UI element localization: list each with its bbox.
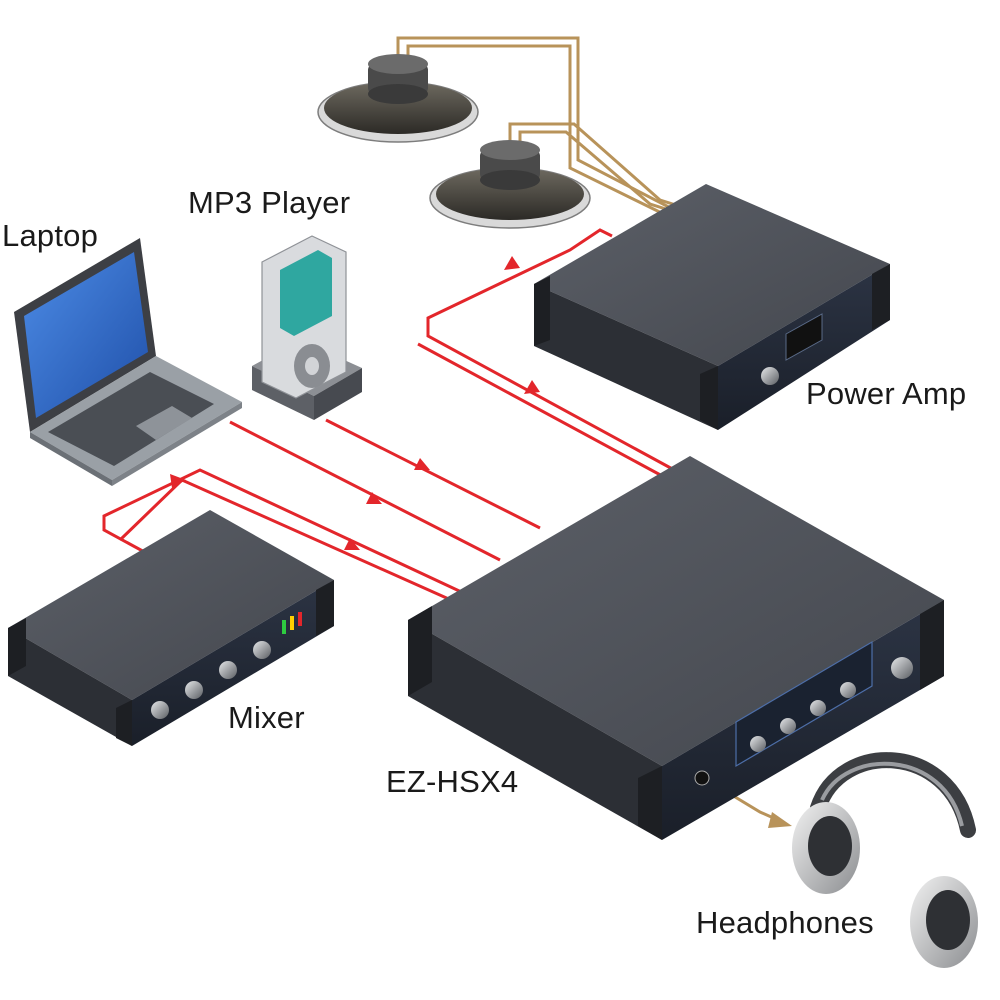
arrow-4 bbox=[366, 492, 382, 504]
ez-button-3 bbox=[810, 700, 826, 716]
ez-button-4 bbox=[840, 682, 856, 698]
arrow-2 bbox=[504, 256, 520, 270]
arrow-5 bbox=[344, 538, 360, 550]
headphone-wire-arrow bbox=[768, 812, 792, 828]
mixer-knob-3 bbox=[219, 661, 237, 679]
signal-line-mixer-to-ez bbox=[102, 468, 471, 598]
mp3-screen bbox=[280, 250, 332, 336]
speaker-bottom bbox=[429, 140, 591, 229]
arrow-3 bbox=[414, 458, 430, 470]
headphones-device bbox=[792, 752, 978, 968]
ez-level-knob bbox=[891, 657, 913, 679]
mp3-player-device bbox=[252, 235, 362, 420]
ez-hsx4-label: EZ-HSX4 bbox=[386, 764, 519, 799]
speaker-wire-1 bbox=[396, 36, 691, 220]
laptop-label: Laptop bbox=[2, 218, 99, 253]
signal-line-ez-to-amp-b bbox=[417, 342, 667, 480]
mixer-knob-2 bbox=[185, 681, 203, 699]
signal-lines bbox=[102, 228, 679, 606]
speaker-wire-4 bbox=[518, 130, 689, 218]
mixer-knob-1 bbox=[151, 701, 169, 719]
laptop-screen bbox=[24, 252, 148, 418]
headphones-label: Headphones bbox=[696, 905, 874, 940]
ez-hsx4-device bbox=[408, 456, 944, 840]
power-amp-knob bbox=[761, 367, 779, 385]
signal-line-mp3-to-ez bbox=[325, 418, 541, 530]
arrow-6 bbox=[170, 474, 186, 488]
mixer-device bbox=[8, 510, 334, 746]
speaker-top bbox=[317, 54, 479, 143]
speaker-wires bbox=[396, 36, 779, 822]
mixer-label: Mixer bbox=[228, 700, 305, 735]
arrow-1 bbox=[524, 380, 540, 394]
ez-button-2 bbox=[780, 718, 796, 734]
signal-arrows bbox=[170, 256, 540, 550]
power-amp-label: Power Amp bbox=[806, 376, 967, 411]
mp3-player-label: MP3 Player bbox=[188, 185, 351, 220]
laptop-device bbox=[14, 238, 242, 486]
power-amp-device bbox=[534, 184, 890, 430]
ez-headphone-jack bbox=[694, 770, 710, 786]
signal-line-ez-to-amp-a bbox=[426, 228, 679, 474]
signal-line-laptop-to-ez bbox=[229, 420, 501, 562]
speaker-wire-2 bbox=[406, 44, 681, 224]
mixer-knob-4 bbox=[253, 641, 271, 659]
ez-button-1 bbox=[750, 736, 766, 752]
